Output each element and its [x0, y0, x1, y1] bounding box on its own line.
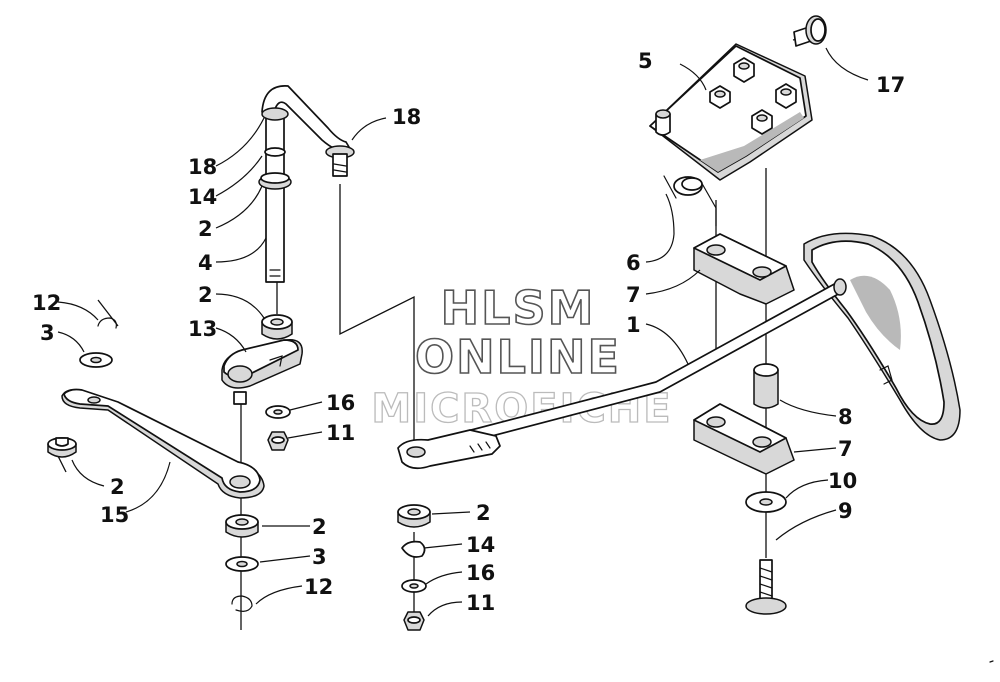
callout-13: 13 — [188, 317, 217, 341]
linkage-lever — [61, 388, 265, 499]
washer-nut-left — [265, 405, 291, 451]
callout-1: 1 — [626, 313, 641, 337]
bolt-17 — [793, 15, 827, 47]
left-small-parts — [47, 317, 117, 458]
lower-left-stack — [225, 514, 259, 612]
callout-8: 8 — [838, 405, 853, 429]
callout-2-shaft: 2 — [198, 217, 213, 241]
callout-2-lever: 2 — [110, 475, 125, 499]
callout-15: 15 — [100, 503, 129, 527]
washer-10 — [745, 491, 787, 513]
callout-14-lower: 14 — [466, 533, 495, 557]
bushing-upper — [261, 314, 293, 340]
clamp-block-lower — [693, 403, 795, 475]
bolt-9 — [745, 559, 787, 615]
callout-9: 9 — [838, 499, 853, 523]
torsion-spring — [663, 175, 717, 227]
callout-2-bushing: 2 — [198, 283, 213, 307]
callout-2-lower-left: 2 — [312, 515, 327, 539]
callout-12-lower: 12 — [304, 575, 333, 599]
callout-4: 4 — [198, 251, 213, 275]
callout-18-right: 18 — [392, 105, 421, 129]
shift-arm — [221, 339, 303, 405]
leader-lines — [57, 47, 869, 617]
watermark-line-2: ONLINE — [415, 330, 621, 384]
shift-rod — [397, 278, 847, 470]
lower-middle-stack — [397, 504, 431, 631]
mounting-bracket — [649, 43, 813, 181]
callout-3-upper: 3 — [40, 321, 55, 345]
callout-7-lower: 7 — [838, 437, 853, 461]
callout-3-lower: 3 — [312, 545, 327, 569]
callout-2-lower-middle: 2 — [476, 501, 491, 525]
callout-10: 10 — [828, 469, 857, 493]
callout-14-upper: 14 — [188, 185, 217, 209]
callout-12-upper: 12 — [32, 291, 61, 315]
callout-17: 17 — [876, 73, 905, 97]
shift-shaft — [258, 85, 355, 283]
callout-7-upper: 7 — [626, 283, 641, 307]
callout-16-lower: 16 — [466, 561, 495, 585]
watermark-line-1: HLSM — [441, 281, 596, 335]
corner-mark — [989, 660, 994, 663]
callout-11-lower: 11 — [466, 591, 495, 615]
callout-labels: 5 17 18 18 14 2 4 2 13 12 3 16 11 2 15 2… — [32, 49, 905, 615]
spacer-sleeve — [753, 363, 779, 409]
callout-16-left: 16 — [326, 391, 355, 415]
callout-18-left: 18 — [188, 155, 217, 179]
callout-11-left: 11 — [326, 421, 355, 445]
callout-6: 6 — [626, 251, 641, 275]
clamp-block-upper — [693, 233, 795, 305]
callout-5: 5 — [638, 49, 653, 73]
foot-pedal — [803, 232, 961, 441]
